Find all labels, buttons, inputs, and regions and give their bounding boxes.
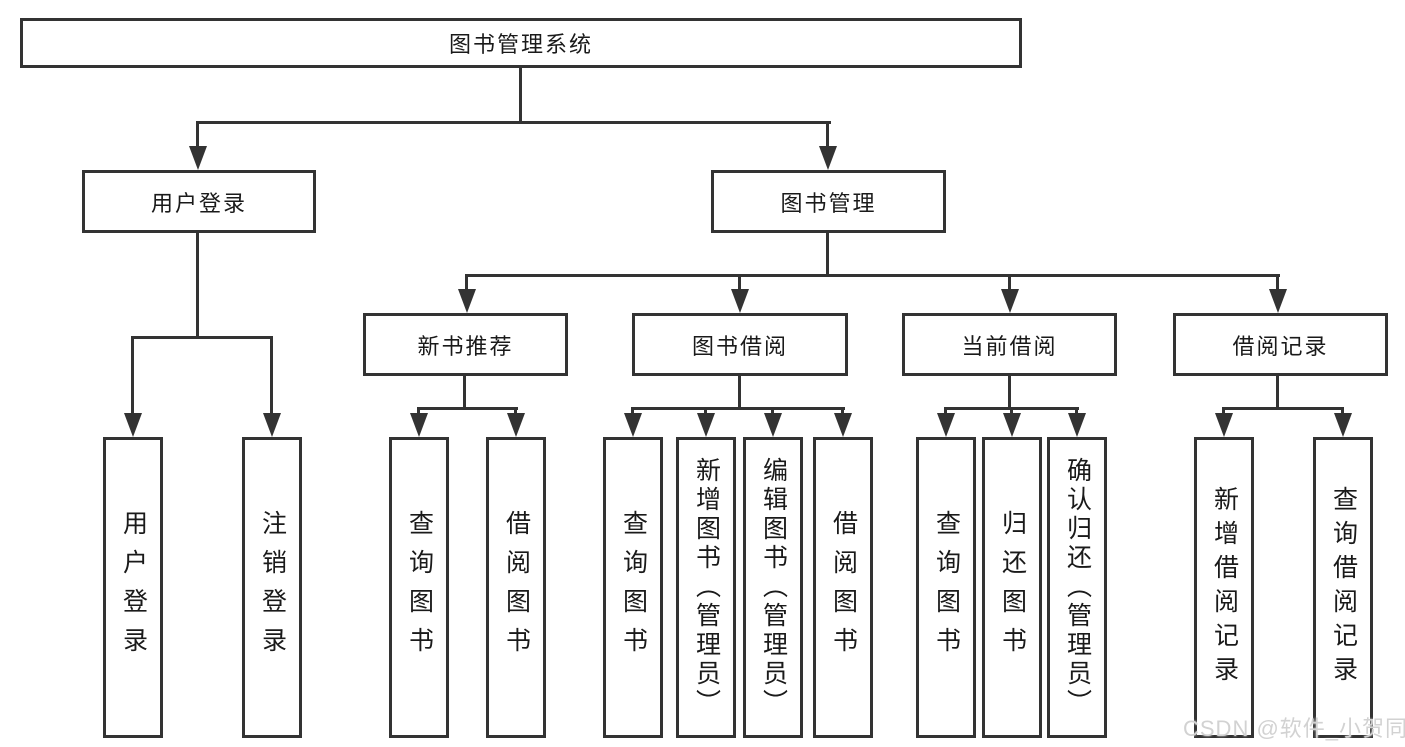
connector-recommend-branch [417, 407, 518, 410]
leaf-current-query-books: 查询图书 [916, 437, 976, 738]
leaf-borrowing-borrow-books: 借阅图书 [813, 437, 873, 738]
connector-mgmt-drop-3 [1008, 274, 1011, 293]
connector-records-stem [1276, 376, 1279, 407]
arrow-down-icon [764, 413, 782, 437]
connector-mgmt-branch [466, 274, 1280, 277]
connector-recommend-drop-2 [514, 407, 517, 416]
connector-borrowing-drop-3 [771, 407, 774, 416]
node-new-book-recommend-label: 新书推荐 [417, 333, 514, 359]
leaf-recommend-borrow-books: 借阅图书 [486, 437, 546, 738]
leaf-current-query-books-label: 查询图书 [932, 509, 961, 666]
leaf-borrowing-add-books-admin-label: 新增图书（管理员） [692, 457, 721, 718]
connector-mgmt-stem [826, 233, 829, 274]
connector-root-drop-right [826, 121, 829, 150]
arrow-down-icon [937, 413, 955, 437]
connector-borrowing-branch [631, 407, 845, 410]
arrow-down-icon [624, 413, 642, 437]
node-borrowing-records: 借阅记录 [1173, 313, 1388, 376]
leaf-recommend-borrow-books-label: 借阅图书 [502, 509, 531, 666]
connector-recommend-stem [463, 376, 466, 407]
connector-borrowing-drop-4 [841, 407, 844, 416]
connector-records-drop-2 [1341, 407, 1344, 416]
node-book-management: 图书管理 [711, 170, 946, 233]
leaf-records-query-record: 查询借阅记录 [1313, 437, 1373, 738]
leaf-logout: 注销登录 [242, 437, 302, 738]
arrow-down-icon [458, 289, 476, 313]
arrow-down-icon [819, 146, 837, 170]
leaf-records-add-record-label: 新增借阅记录 [1210, 485, 1239, 690]
node-book-borrowing-label: 图书借阅 [691, 333, 788, 359]
arrow-down-icon [1003, 413, 1021, 437]
connector-mgmt-drop-4 [1276, 274, 1279, 293]
node-root-label: 图书管理系统 [448, 32, 593, 57]
arrow-down-icon [124, 413, 142, 437]
leaf-recommend-query-books-label: 查询图书 [405, 509, 434, 666]
leaf-user-login-label: 用户登录 [119, 509, 148, 666]
arrow-down-icon [1068, 413, 1086, 437]
node-user-login: 用户登录 [82, 170, 316, 233]
node-current-borrowing: 当前借阅 [902, 313, 1117, 376]
leaf-recommend-query-books: 查询图书 [389, 437, 449, 738]
node-user-login-label: 用户登录 [150, 190, 247, 216]
arrow-down-icon [1269, 289, 1287, 313]
leaf-user-login: 用户登录 [103, 437, 163, 738]
leaf-current-confirm-return-admin: 确认归还（管理员） [1047, 437, 1107, 738]
connector-root-stem [519, 68, 522, 121]
leaf-borrowing-query-books: 查询图书 [603, 437, 663, 738]
leaf-records-query-record-label: 查询借阅记录 [1329, 485, 1358, 690]
arrow-down-icon [731, 289, 749, 313]
connector-borrowing-drop-1 [631, 407, 634, 416]
node-book-management-label: 图书管理 [780, 190, 877, 216]
connector-root-drop-left [196, 121, 199, 150]
connector-current-drop-3 [1075, 407, 1078, 416]
connector-borrowing-drop-2 [704, 407, 707, 416]
leaf-records-add-record: 新增借阅记录 [1194, 437, 1254, 738]
node-root-system: 图书管理系统 [20, 18, 1022, 68]
connector-login-stem [196, 233, 199, 336]
connector-current-drop-2 [1010, 407, 1013, 416]
connector-login-drop-2 [270, 336, 273, 416]
leaf-borrowing-add-books-admin: 新增图书（管理员） [676, 437, 736, 738]
connector-current-stem [1008, 376, 1011, 407]
arrow-down-icon [1334, 413, 1352, 437]
connector-records-branch [1222, 407, 1344, 410]
node-current-borrowing-label: 当前借阅 [961, 333, 1058, 359]
connector-login-branch [131, 336, 273, 339]
node-new-book-recommend: 新书推荐 [363, 313, 568, 376]
arrow-down-icon [697, 413, 715, 437]
leaf-borrowing-edit-books-admin: 编辑图书（管理员） [743, 437, 803, 738]
arrow-down-icon [189, 146, 207, 170]
node-borrowing-records-label: 借阅记录 [1232, 333, 1329, 359]
leaf-borrowing-edit-books-admin-label: 编辑图书（管理员） [759, 457, 788, 718]
arrow-down-icon [1001, 289, 1019, 313]
connector-mgmt-drop-2 [738, 274, 741, 293]
connector-records-drop-1 [1222, 407, 1225, 416]
leaf-current-return-books: 归还图书 [982, 437, 1042, 738]
node-book-borrowing: 图书借阅 [632, 313, 848, 376]
leaf-logout-label: 注销登录 [258, 509, 287, 666]
connector-borrowing-stem [738, 376, 741, 407]
arrow-down-icon [263, 413, 281, 437]
leaf-borrowing-borrow-books-label: 借阅图书 [829, 509, 858, 666]
arrow-down-icon [1215, 413, 1233, 437]
connector-recommend-drop-1 [417, 407, 420, 416]
connector-login-drop-1 [131, 336, 134, 416]
leaf-borrowing-query-books-label: 查询图书 [619, 509, 648, 666]
connector-mgmt-drop-1 [465, 274, 468, 293]
connector-current-drop-1 [944, 407, 947, 416]
arrow-down-icon [834, 413, 852, 437]
arrow-down-icon [410, 413, 428, 437]
connector-root-branch [197, 121, 831, 124]
leaf-current-return-books-label: 归还图书 [998, 509, 1027, 666]
arrow-down-icon [507, 413, 525, 437]
csdn-watermark: CSDN @软件_小贺同学 [1183, 716, 1405, 741]
leaf-current-confirm-return-admin-label: 确认归还（管理员） [1063, 457, 1092, 718]
